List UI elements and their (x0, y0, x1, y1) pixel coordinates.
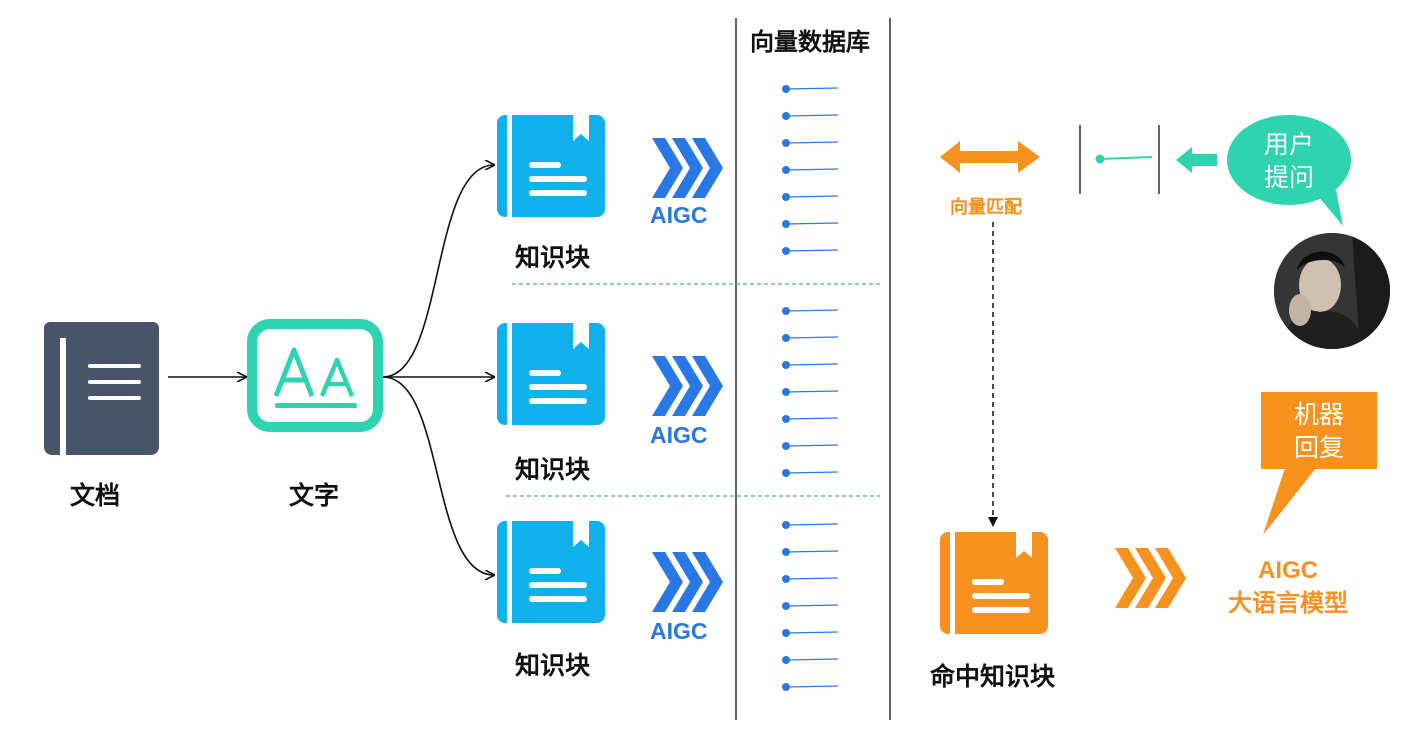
bookmark-book-icon (497, 115, 605, 217)
vector-entry (782, 442, 839, 450)
vector-entry (782, 683, 839, 691)
llm-label-line: AIGC (1258, 557, 1318, 584)
vector-entry (782, 361, 839, 369)
vector-entry (782, 415, 839, 423)
machine-reply-line: 机器 (1293, 400, 1344, 429)
user-question-line: 提问 (1263, 163, 1314, 192)
vector-entry (782, 307, 839, 315)
vector-match-label: 向量匹配 (950, 197, 1022, 218)
chunk-label: 知识块 (515, 455, 591, 484)
machine-reply-line: 回复 (1293, 433, 1344, 462)
text-aa-icon (247, 319, 383, 432)
vector-entry (782, 575, 839, 583)
vector-entry (782, 388, 839, 396)
triple-chevron-icon (652, 138, 723, 198)
triple-chevron-icon (652, 356, 723, 416)
vector-entry (782, 629, 839, 637)
chunk-label: 知识块 (515, 243, 591, 272)
machine-reply-bubble (1261, 392, 1377, 535)
machine-reply-text: 机器 回复 (1272, 398, 1366, 464)
left-arrow-icon (1176, 147, 1217, 173)
doc-label: 文档 (70, 481, 121, 510)
llm-label-line: 大语言模型 (1228, 589, 1348, 617)
bookmark-book-icon (497, 323, 605, 425)
vector-entry (782, 247, 839, 255)
llm-label: AIGC 大语言模型 (1220, 555, 1356, 619)
aigc-label: AIGC (650, 422, 708, 448)
vector-entry (782, 548, 839, 556)
vector-entry (782, 602, 839, 610)
text-label: 文字 (289, 481, 340, 510)
triple-chevron-icon (1115, 548, 1186, 608)
chunk-label: 知识块 (515, 651, 591, 680)
user-question-text: 用户 提问 (1244, 128, 1334, 194)
vector-entry (782, 656, 839, 664)
vector-entry (782, 521, 839, 529)
vector-entry (782, 112, 839, 120)
vector-entry (782, 85, 839, 93)
aigc-label: AIGC (650, 202, 708, 228)
hit-chunk-book-icon (940, 532, 1048, 634)
double-arrow-icon (940, 141, 1040, 173)
vector-entry (782, 139, 839, 147)
bookmark-book-icon (497, 521, 605, 623)
vector-entry (782, 166, 839, 174)
arrows-text-to-chunks (382, 165, 494, 575)
book-icon (44, 322, 159, 455)
query-vector (1079, 125, 1160, 194)
vector-entry (782, 193, 839, 201)
user-question-bubble (1227, 115, 1351, 226)
user-question-line: 用户 (1263, 130, 1314, 159)
triple-chevron-icon (652, 552, 723, 612)
vector-db-title: 向量数据库 (750, 28, 870, 56)
hit-chunk-label: 命中知识块 (930, 662, 1056, 691)
vector-entry (782, 220, 839, 228)
vector-entry (782, 469, 839, 477)
vector-entry (782, 334, 839, 342)
aigc-label: AIGC (650, 618, 708, 644)
user-avatar-photo (1274, 233, 1390, 349)
